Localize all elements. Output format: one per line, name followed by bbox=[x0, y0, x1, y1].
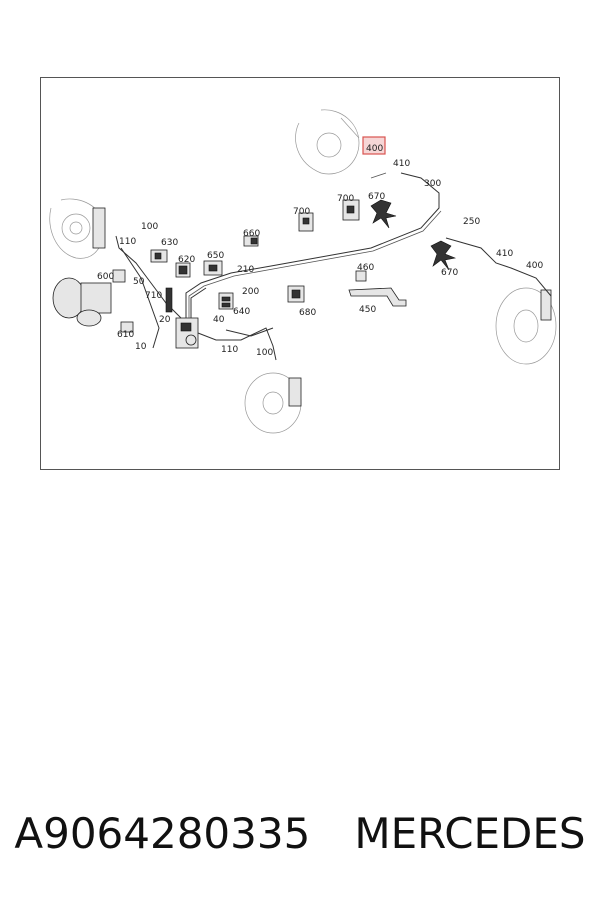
part-label-100: 100 bbox=[256, 348, 273, 358]
part-label-660: 660 bbox=[243, 229, 260, 239]
part-label-600: 600 bbox=[97, 272, 114, 282]
part-label-700: 700 bbox=[293, 207, 310, 217]
highlight-fill bbox=[363, 137, 385, 154]
part-680 bbox=[287, 285, 305, 303]
part-600 bbox=[112, 269, 126, 283]
part-label-400: 400 bbox=[526, 261, 543, 271]
part-700-b bbox=[342, 199, 360, 221]
part-label-50: 50 bbox=[133, 277, 145, 287]
part-610 bbox=[120, 321, 134, 333]
part-label-450: 450 bbox=[359, 305, 376, 315]
part-label-410: 410 bbox=[496, 249, 513, 259]
rear-left-disc bbox=[244, 372, 302, 434]
part-620 bbox=[175, 262, 191, 278]
part-label-640: 640 bbox=[233, 307, 250, 317]
brand-name: MERCEDES bbox=[354, 808, 586, 858]
part-670-b bbox=[430, 240, 457, 271]
part-label-100: 100 bbox=[141, 222, 158, 232]
part-640 bbox=[218, 292, 234, 310]
caption: A9064280335 MERCEDES bbox=[0, 798, 600, 868]
part-660 bbox=[243, 235, 259, 247]
part-label-110: 110 bbox=[119, 237, 136, 247]
part-label-700: 700 bbox=[337, 194, 354, 204]
part-label-300: 300 bbox=[424, 179, 441, 189]
part-label-460: 460 bbox=[357, 263, 374, 273]
part-670-a bbox=[370, 199, 397, 229]
part-label-210: 210 bbox=[237, 265, 254, 275]
part-label-670: 670 bbox=[441, 268, 458, 278]
part-label-680: 680 bbox=[299, 308, 316, 318]
part-710 bbox=[165, 287, 173, 313]
part-label-250: 250 bbox=[463, 217, 480, 227]
front-right-disc bbox=[295, 109, 360, 175]
part-label-650: 650 bbox=[207, 251, 224, 261]
highlight-box bbox=[362, 136, 386, 155]
part-700-a bbox=[298, 212, 314, 232]
part-650 bbox=[203, 260, 223, 276]
part-label-610: 610 bbox=[117, 330, 134, 340]
part-450 bbox=[348, 287, 407, 307]
part-label-40: 40 bbox=[213, 315, 225, 325]
part-630 bbox=[150, 249, 168, 263]
part-label-200: 200 bbox=[242, 287, 259, 297]
brake-booster bbox=[52, 277, 112, 327]
part-label-400: 400 bbox=[366, 144, 383, 154]
part-label-630: 630 bbox=[161, 238, 178, 248]
part-label-620: 620 bbox=[178, 255, 195, 265]
part-label-670: 670 bbox=[368, 192, 385, 202]
part-label-20: 20 bbox=[159, 315, 171, 325]
part-number: A9064280335 bbox=[14, 808, 311, 858]
part-460 bbox=[355, 270, 367, 282]
part-label-110: 110 bbox=[221, 345, 238, 355]
part-label-10: 10 bbox=[135, 342, 147, 352]
front-left-disc bbox=[49, 198, 106, 259]
part-label-410: 410 bbox=[393, 159, 410, 169]
part-label-710: 710 bbox=[145, 291, 162, 301]
rear-right-disc bbox=[495, 287, 557, 365]
abs-unit bbox=[175, 317, 199, 349]
